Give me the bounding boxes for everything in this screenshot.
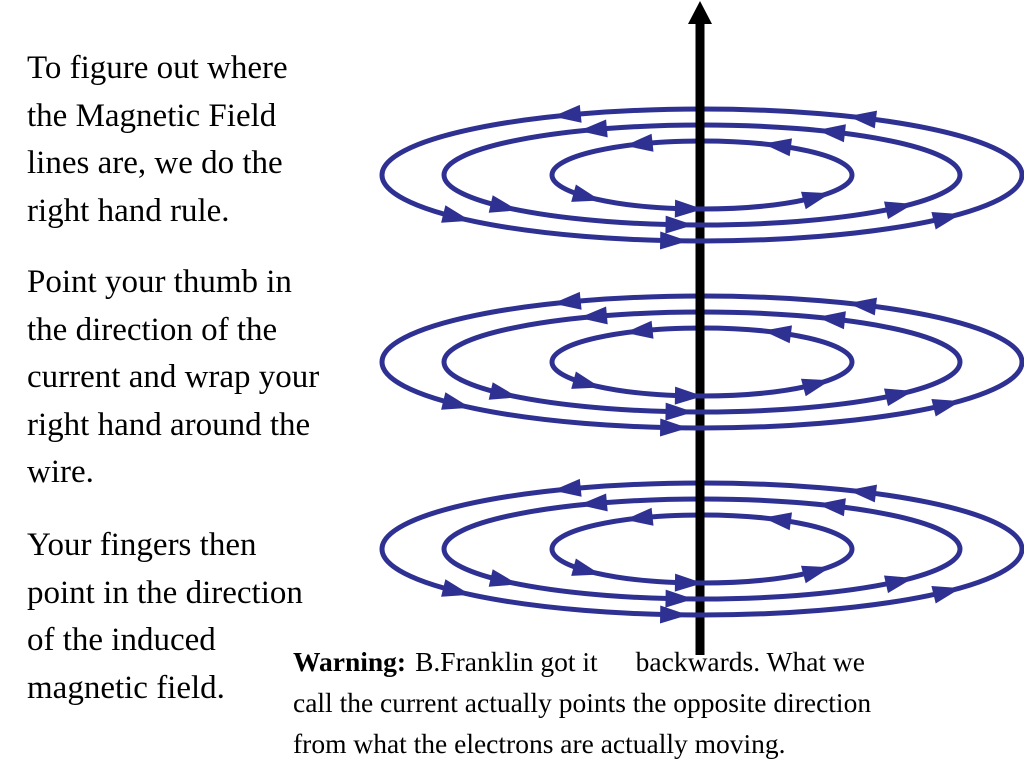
field-direction-arrow-icon (660, 605, 689, 624)
text-line: magnetic field. (27, 669, 225, 706)
field-direction-arrow-icon (488, 382, 518, 400)
field-direction-arrow-icon (674, 386, 703, 405)
field-direction-arrow-icon (848, 484, 877, 503)
text-line: To figure out where (27, 50, 288, 86)
field-direction-arrow-icon (801, 191, 831, 210)
field-ring-level-3-ring-1-front (379, 548, 1024, 618)
text-line: Point your thumb in (27, 264, 292, 300)
field-ring-level-3-ring-2-front (441, 548, 963, 602)
field-direction-arrow-icon (552, 478, 582, 497)
text-line: right hand rule. (27, 192, 230, 229)
fingers-explanation-text: Your fingers then point in the direction… (27, 522, 303, 712)
text-line: lines are, we do the (27, 145, 283, 181)
field-direction-arrow-icon (848, 297, 877, 316)
text-line: Your fingers then (27, 527, 257, 563)
field-ring-level-2-ring-1-front (379, 361, 1024, 431)
thumb-instruction-text: Point your thumb in the direction of the… (27, 259, 319, 497)
field-direction-arrow-icon (884, 388, 914, 407)
field-direction-arrow-icon (674, 573, 703, 592)
field-direction-arrow-icon (801, 378, 831, 397)
field-direction-arrow-icon (579, 493, 608, 512)
current-arrow-icon (688, 1, 712, 24)
text-line: current and wrap your (27, 359, 320, 395)
field-direction-arrow-icon (884, 575, 914, 594)
field-direction-arrow-icon (931, 586, 961, 604)
text-line: right hand around the (27, 406, 311, 443)
field-direction-arrow-icon (571, 371, 601, 389)
warning-line: call the current actually points the opp… (293, 687, 872, 718)
field-direction-arrow-icon (624, 320, 654, 339)
field-direction-arrow-icon (763, 512, 792, 531)
field-direction-arrow-icon (884, 201, 914, 220)
field-direction-arrow-icon (817, 311, 846, 330)
warning-text: B.Franklin got it (415, 646, 598, 677)
field-direction-arrow-icon (660, 231, 689, 250)
warning-text: backwards. What we (635, 646, 865, 677)
field-direction-arrow-icon (488, 195, 518, 213)
warning-label: Warning: (293, 646, 407, 677)
field-direction-arrow-icon (579, 119, 608, 138)
field-direction-arrow-icon (848, 110, 877, 129)
field-ring-level-2-ring-2-front (441, 361, 963, 415)
field-direction-arrow-icon (579, 306, 608, 325)
field-ring-level-1-ring-1-front (379, 174, 1024, 244)
field-direction-arrow-icon (931, 399, 961, 417)
text-line: the direction of the (27, 311, 278, 348)
field-ring-level-1-ring-2-front (441, 174, 963, 228)
text-line: of the induced (27, 622, 216, 658)
field-direction-arrow-icon (624, 133, 654, 152)
field-lines-front (379, 174, 1024, 624)
field-direction-arrow-icon (441, 579, 471, 597)
rule-intro-text: To figure out where the Magnetic Field l… (27, 45, 288, 235)
field-direction-arrow-icon (441, 392, 471, 410)
warning-line: from what the electrons are actually mov… (293, 728, 786, 759)
field-direction-arrow-icon (571, 184, 601, 202)
field-direction-arrow-icon (552, 104, 582, 123)
field-direction-arrow-icon (674, 199, 703, 218)
text-line: the Magnetic Field (27, 97, 277, 134)
field-direction-arrow-icon (660, 418, 689, 437)
field-direction-arrow-icon (817, 124, 846, 143)
warning-note: Warning: B.Franklin got it backwards. What… (293, 641, 871, 764)
field-direction-arrow-icon (665, 402, 694, 421)
field-direction-arrow-icon (931, 212, 961, 230)
text-line: wire. (27, 454, 94, 490)
field-direction-arrow-icon (763, 325, 792, 344)
field-direction-arrow-icon (665, 215, 694, 234)
warning-line: Warning: B.Franklin got it backwards. What… (293, 641, 871, 682)
field-direction-arrow-icon (488, 569, 518, 587)
field-direction-arrow-icon (441, 205, 471, 223)
field-direction-arrow-icon (665, 589, 694, 608)
field-direction-arrow-icon (571, 558, 601, 576)
field-direction-arrow-icon (552, 291, 582, 310)
text-line: point in the direction (27, 574, 303, 611)
field-direction-arrow-icon (624, 507, 654, 526)
field-direction-arrow-icon (763, 138, 792, 157)
field-direction-arrow-icon (817, 498, 846, 517)
field-direction-arrow-icon (801, 565, 831, 584)
